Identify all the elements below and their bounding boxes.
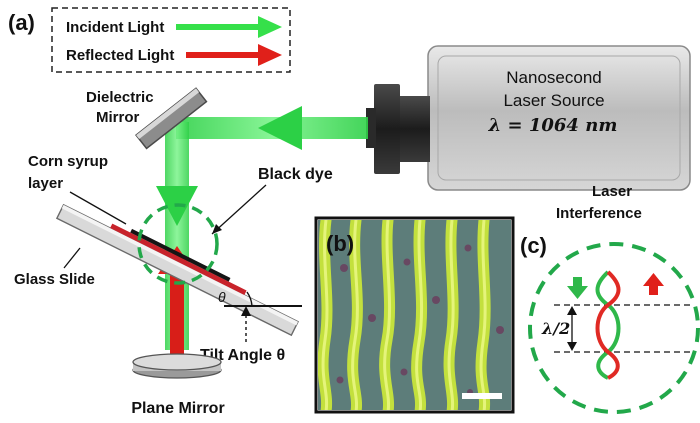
glass-slide (55, 203, 299, 337)
interaction-circle (137, 203, 219, 285)
theta-label: θ (218, 289, 226, 305)
legend-reflected-label: Reflected Light (66, 47, 174, 64)
corn-syrup-leader (69, 191, 127, 225)
tilt-angle-label: Tilt Angle θ (200, 347, 285, 364)
corn-syrup-layer (110, 223, 247, 295)
interference-circle (528, 242, 700, 414)
micrograph (314, 216, 515, 414)
laser-source-line1: Nanosecond (506, 68, 601, 87)
glass-slide-label: Glass Slide (14, 271, 95, 288)
laser-interference-line1: Laser (592, 183, 632, 200)
incident-arrowhead-horizontal (258, 106, 302, 150)
legend-box (51, 7, 291, 73)
black-dye-label: Black dye (258, 166, 333, 183)
plane-mirror (132, 353, 222, 379)
wavelength-label: λ = 1064 nm (488, 115, 618, 136)
down-arrow-icon (567, 277, 588, 299)
laser-source-line2: Laser Source (503, 91, 604, 110)
laser-source (366, 45, 691, 191)
corn-syrup-line1: Corn syrup (28, 153, 108, 170)
black-dye-layer (130, 228, 231, 282)
dielectric-mirror (135, 87, 208, 150)
legend: Incident Light Reflected Light (51, 7, 291, 73)
half-wavelength-marker (567, 306, 577, 351)
incident-arrow-icon (176, 16, 282, 38)
scale-bar (462, 393, 502, 399)
half-wavelength-label: λ/2 (541, 319, 570, 338)
glass-slide-leader (63, 247, 81, 269)
panel-b-label: (b) (326, 231, 354, 256)
tilt-angle-arc (246, 291, 253, 307)
legend-incident-label: Incident Light (66, 19, 164, 36)
reflected-arrow-icon (186, 44, 282, 66)
panel-c-label: (c) (520, 233, 547, 258)
tilt-angle-leader-head (241, 306, 251, 316)
black-dye-leader-head (212, 224, 222, 234)
laser-interference-line2: Interference (556, 205, 642, 222)
plane-mirror-label: Plane Mirror (131, 400, 224, 417)
dielectric-mirror-line1: Dielectric (86, 89, 154, 106)
standing-wave (595, 270, 621, 380)
up-arrow-icon (643, 273, 664, 295)
dielectric-mirror-line2: Mirror (96, 109, 140, 126)
panel-a-label: (a) (8, 10, 35, 35)
black-dye-leader (211, 184, 267, 235)
corn-syrup-line2: layer (28, 175, 63, 192)
